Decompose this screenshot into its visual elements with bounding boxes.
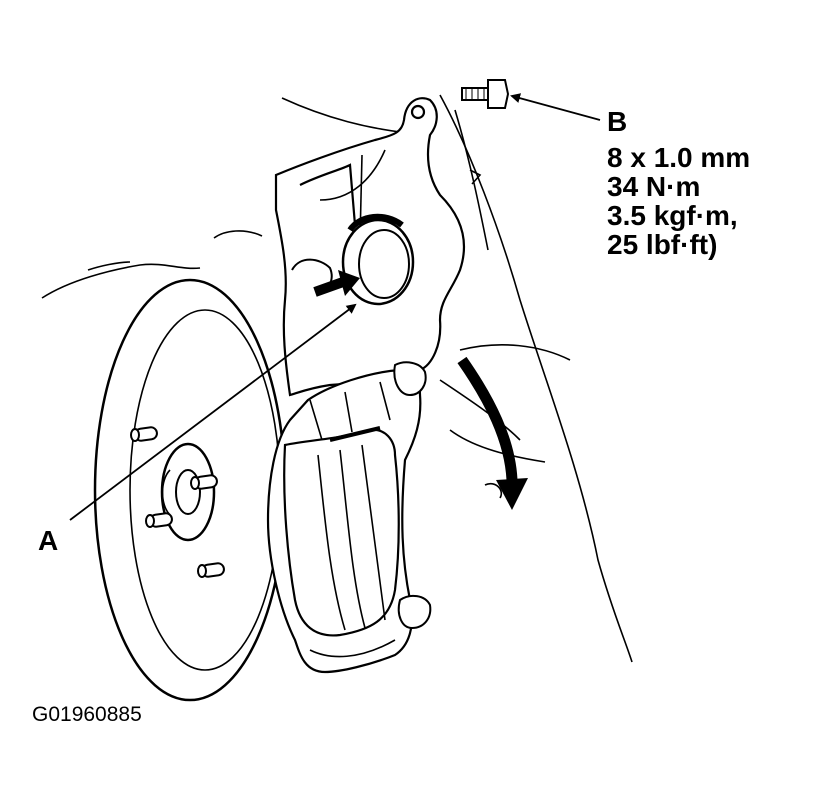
spec-line: 8 x 1.0 mm — [607, 142, 751, 173]
callout-label-b: B — [607, 106, 628, 137]
wheel-studs — [130, 426, 225, 578]
caliper-piston — [291, 213, 415, 306]
brake-rotor — [93, 278, 287, 702]
suspension-background — [41, 94, 633, 663]
spec-line: 34 N·m — [607, 171, 701, 202]
spec-line: 3.5 kgf·m, — [607, 200, 738, 231]
torque-spec-block: 8 x 1.0 mm 34 N·m 3.5 kgf·m, 25 lbf·ft) — [607, 143, 750, 259]
figure-id: G01960885 — [32, 703, 142, 726]
piston-push-arrow — [313, 270, 360, 297]
mounting-bolt — [461, 79, 510, 109]
pivot-direction-arrow — [457, 356, 528, 510]
callout-label-a: A — [38, 525, 59, 556]
brake-pads — [266, 368, 422, 674]
spec-line: 25 lbf·ft) — [607, 229, 718, 260]
slide-pins — [393, 361, 432, 630]
leader-lines — [69, 93, 601, 521]
